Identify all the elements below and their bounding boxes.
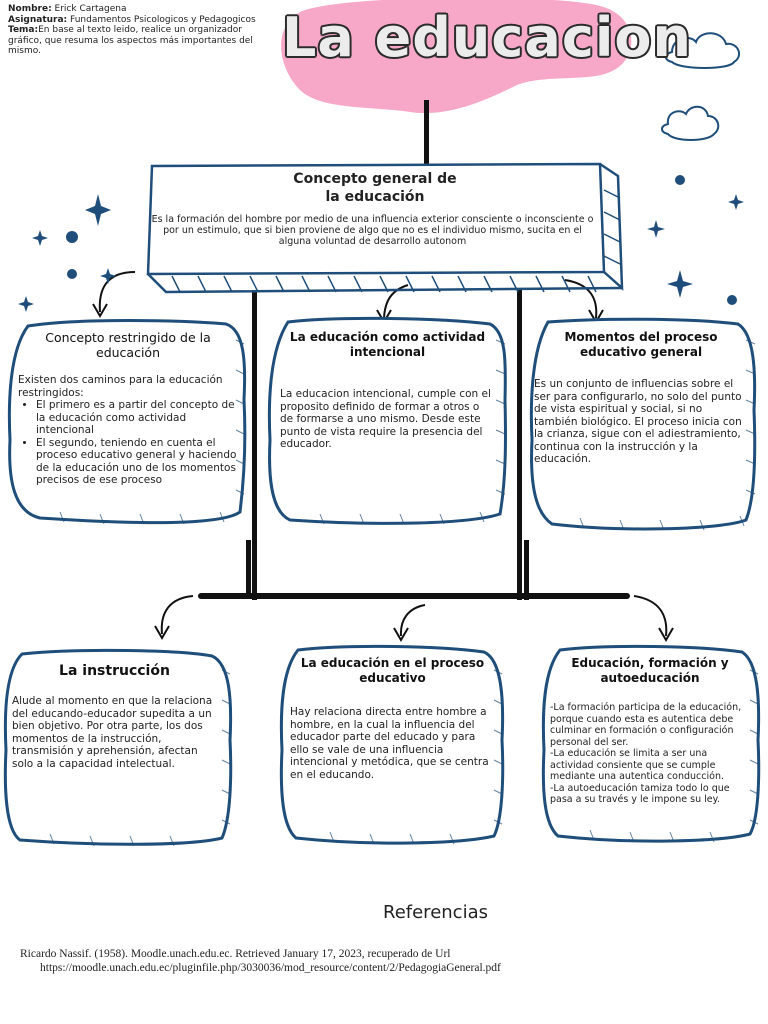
- pink-blob-shape: [281, 0, 632, 114]
- card-proceso: La educación en el proceso educativo Hay…: [290, 656, 495, 781]
- card-momentos-text: Es un conjunto de influencias sobre el s…: [534, 378, 742, 465]
- card-restringido-intro: Existen dos caminos para la educación re…: [18, 374, 223, 399]
- concept-text: Es la formación del hombre por medio de …: [151, 214, 594, 247]
- card-restringido: Concepto restringido de la educación Exi…: [18, 330, 238, 487]
- card-autoeducacion-title: Educación, formación y autoeducación: [571, 656, 729, 685]
- card-outline-restringido: [7, 319, 247, 525]
- topic-line: Tema:En base al texto leido, realice un …: [8, 25, 253, 56]
- card-intencional-title: La educación como actividad intencional: [289, 330, 486, 359]
- card-outline-instruccion: [3, 648, 233, 846]
- card-outline-proceso: [279, 644, 505, 845]
- card-autoeducacion: Educación, formación y autoeducación -La…: [550, 656, 750, 806]
- list-item: El primero es a partir del concepto de l…: [36, 399, 238, 437]
- card-autoeducacion-text: -La formación participa de la educación,…: [550, 702, 750, 806]
- concept-box-outline: [146, 162, 624, 294]
- list-item: -La educación se limita a ser una activi…: [550, 748, 724, 782]
- main-title: La educacion: [282, 6, 692, 69]
- list-item: -La formación participa de la educación,…: [550, 702, 742, 748]
- name-line: Nombre: Erick Cartagena: [8, 4, 127, 14]
- list-item: -La autoeducación tamiza todo lo que pas…: [550, 782, 730, 806]
- reference-url[interactable]: https://moodle.unach.edu.ec/pluginfile.p…: [40, 962, 501, 974]
- header-info: Nombre: Erick Cartagena Asignatura: Fund…: [8, 4, 273, 57]
- references-text: Ricardo Nassif. (1958). Moodle.unach.edu…: [20, 947, 740, 975]
- card-restringido-list: El primero es a partir del concepto de l…: [18, 399, 238, 487]
- card-intencional-text: La educacion intencional, cumple con el …: [280, 388, 491, 450]
- concept-title: Concepto general de la educación: [293, 171, 457, 205]
- references-title: Referencias: [383, 902, 488, 923]
- card-momentos: Momentos del proceso educativo general E…: [534, 330, 748, 466]
- reference-citation: Ricardo Nassif. (1958). Moodle.unach.edu…: [20, 948, 451, 960]
- card-outline-momentos: [529, 317, 757, 531]
- card-intencional: La educación como actividad intencional …: [280, 330, 495, 451]
- card-momentos-title: Momentos del proceso educativo general: [564, 330, 718, 359]
- card-instruccion-title: La instrucción: [59, 663, 170, 679]
- card-proceso-title: La educación en el proceso educativo: [300, 656, 485, 685]
- card-outline-intencional: [267, 316, 507, 525]
- decor-stars: [18, 175, 744, 312]
- card-restringido-title: Concepto restringido de la educación: [45, 330, 211, 360]
- subject-line: Asignatura: Fundamentos Psicologicos y P…: [8, 14, 256, 25]
- cloud-icons: [661, 32, 741, 141]
- card-proceso-text: Hay relaciona directa entre hombre a hom…: [290, 706, 489, 781]
- card-instruccion-text: Alude al momento en que la relaciona del…: [12, 695, 213, 770]
- card-instruccion: La instrucción Alude al momento en que l…: [12, 664, 217, 770]
- card-outline-autoeducacion: [541, 644, 761, 843]
- list-item: El segundo, teniendo en cuenta el proces…: [36, 437, 238, 487]
